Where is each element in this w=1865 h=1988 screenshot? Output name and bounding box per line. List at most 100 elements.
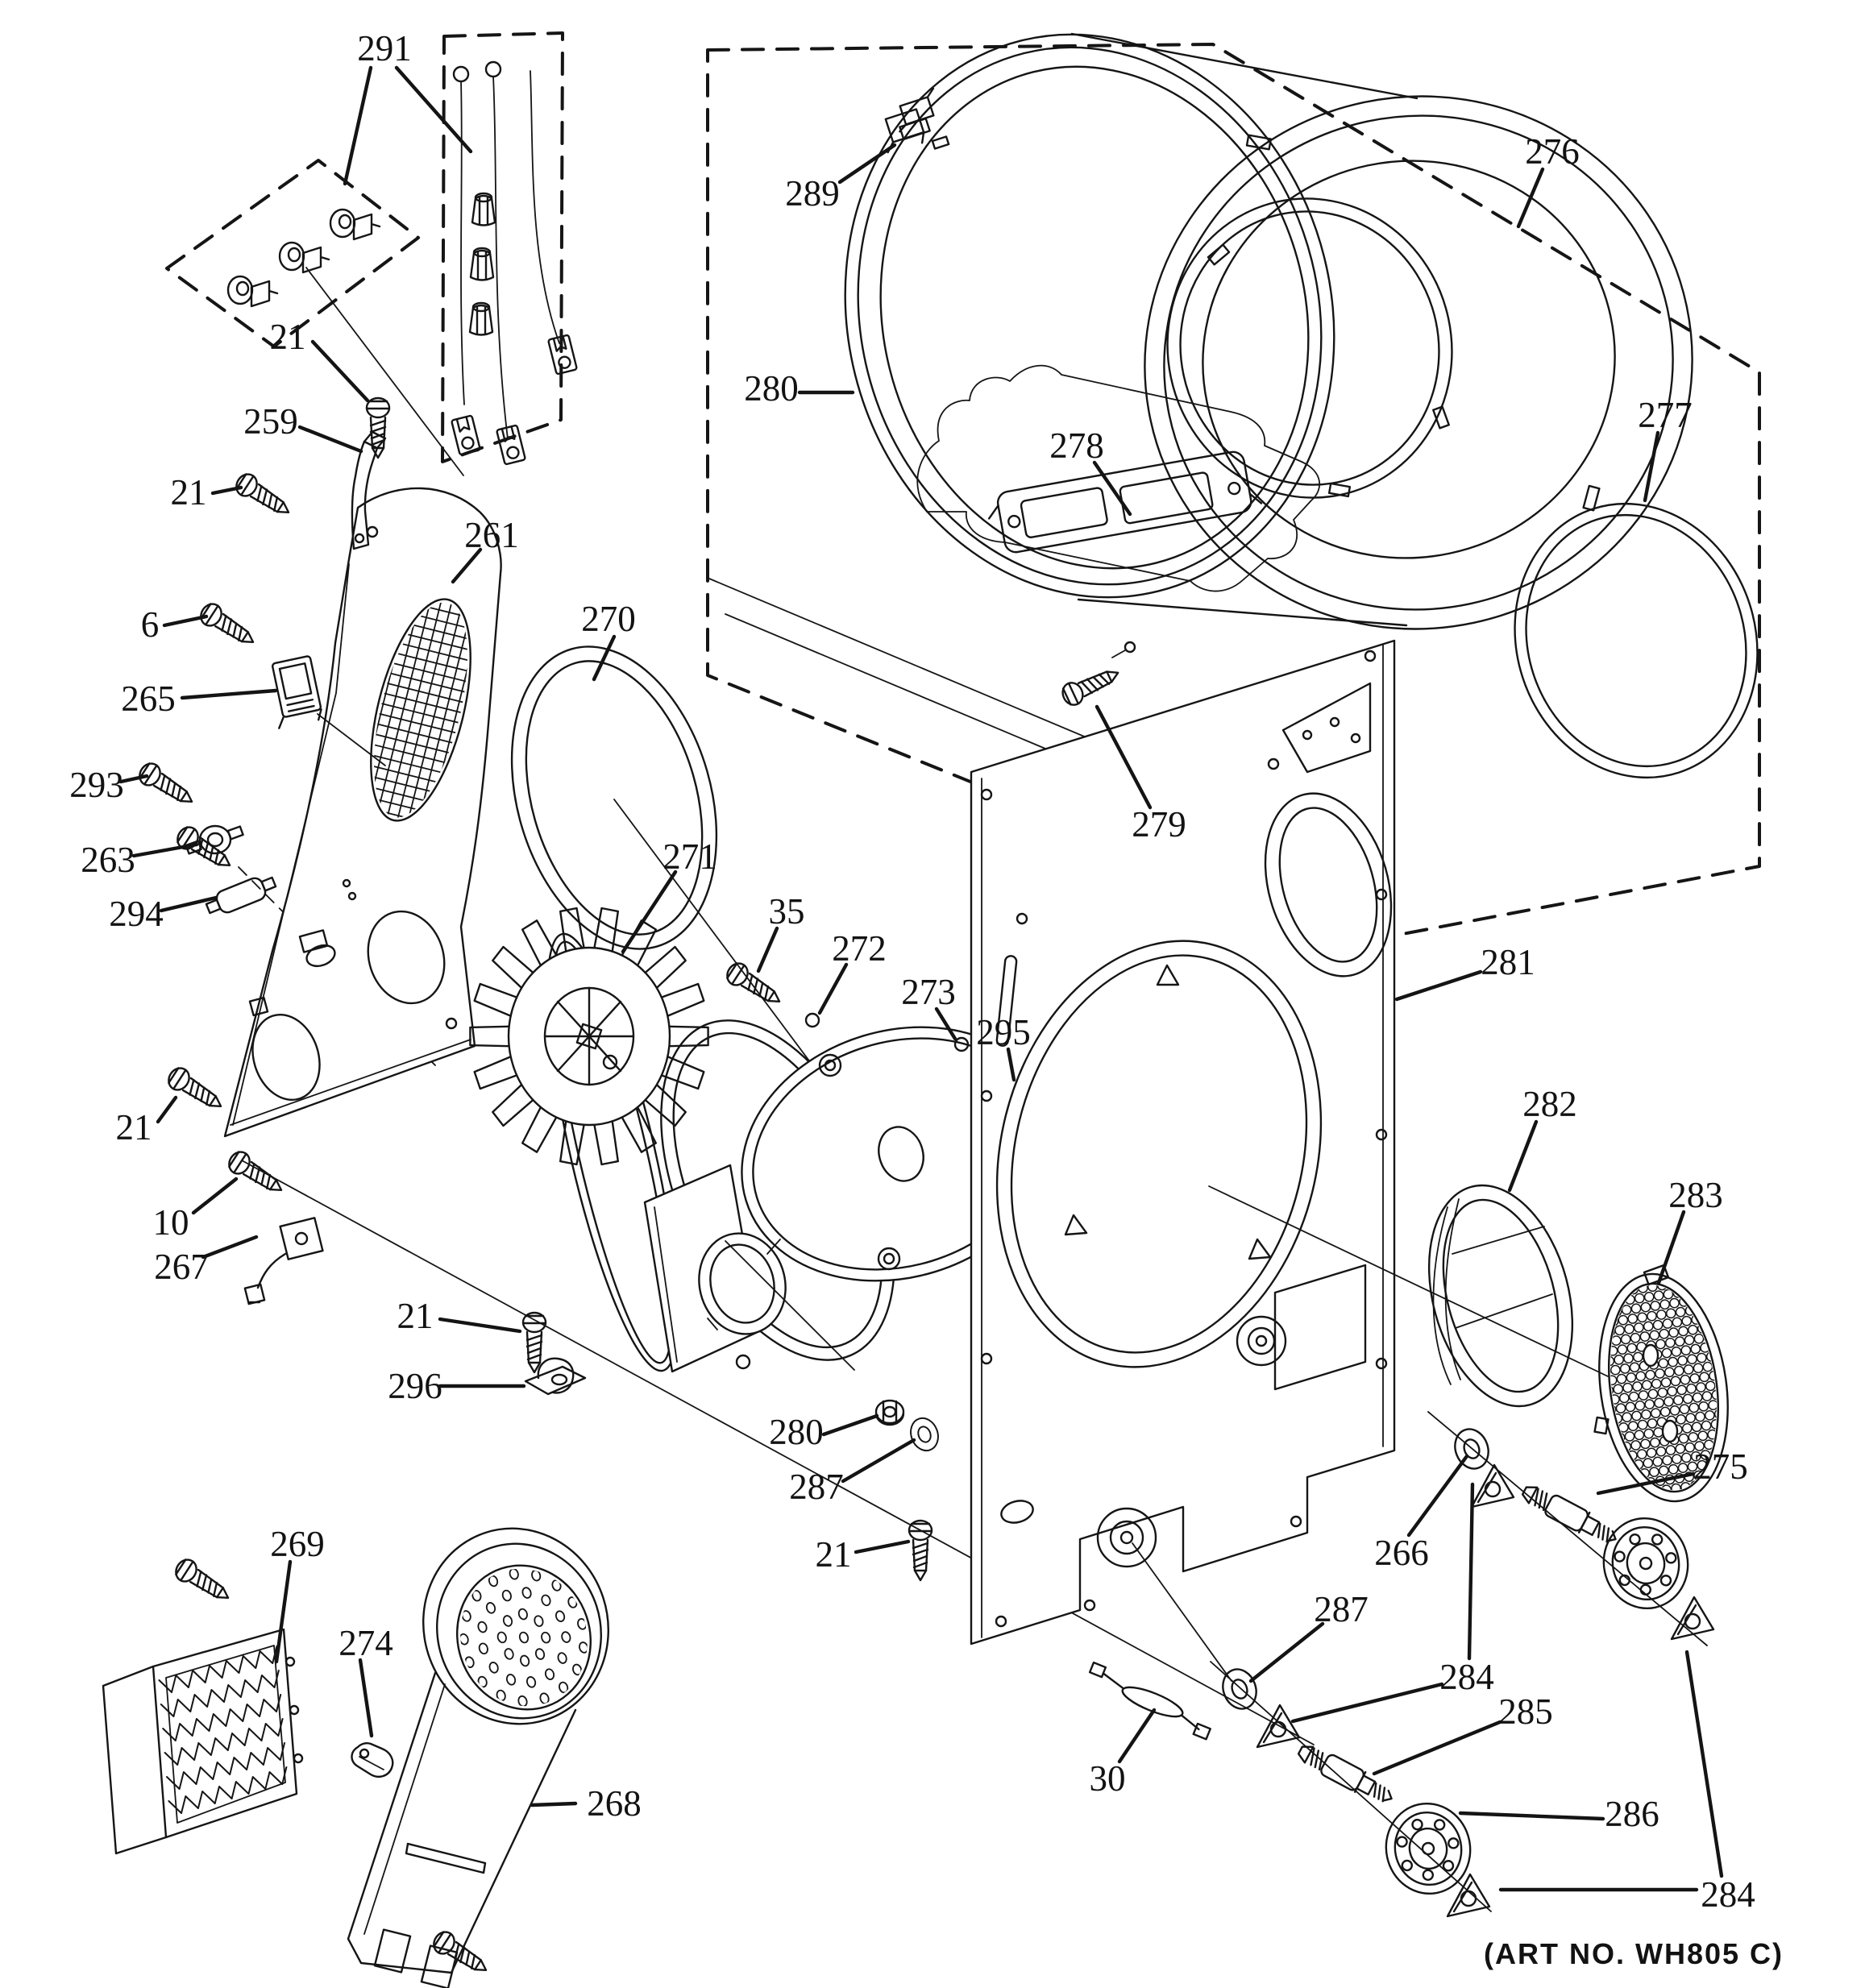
- screw-icon: [164, 1063, 228, 1117]
- belt-clamp-296: [524, 1357, 587, 1396]
- part-callout-284-mid: 284: [1439, 1657, 1494, 1697]
- wire-kit-box: [441, 31, 578, 466]
- leader-line: [1507, 1119, 1539, 1193]
- leader-line: [1092, 460, 1132, 517]
- drum-slide-ring-277: [1514, 502, 1759, 779]
- leader-line: [592, 634, 617, 682]
- leader-line: [1596, 1471, 1696, 1496]
- leader-line: [180, 688, 278, 700]
- leader-line: [210, 485, 243, 496]
- leader-line: [1467, 1482, 1475, 1661]
- part-callout-21-2: 21: [171, 472, 207, 513]
- leader-line: [1394, 969, 1483, 1002]
- leader-line: [621, 869, 678, 954]
- screw-icon: [224, 1147, 289, 1201]
- leader-line: [934, 1006, 957, 1041]
- leader-line: [1656, 1210, 1686, 1285]
- part-callout-296: 296: [388, 1366, 442, 1406]
- part-callout-274: 274: [339, 1623, 393, 1663]
- leader-line: [1372, 1720, 1502, 1776]
- harness-bracket-267: [243, 1217, 324, 1305]
- screw-icon: [1058, 661, 1124, 709]
- leader-line: [159, 895, 218, 913]
- part-callout-269: 269: [270, 1524, 325, 1564]
- part-callout-275: 275: [1693, 1446, 1748, 1487]
- heater-duct-268: [347, 1527, 609, 1988]
- nut-280: [874, 1399, 905, 1426]
- leader-line: [191, 1177, 239, 1215]
- screw-icon: [722, 958, 787, 1012]
- leader-line: [451, 547, 483, 584]
- roller-stack-upper: [1132, 1411, 1715, 1682]
- heater-assembly-269: [102, 1628, 304, 1855]
- leader-line: [1684, 1650, 1724, 1878]
- screw-icon: [135, 758, 199, 812]
- part-callout-287-right: 287: [1314, 1589, 1369, 1629]
- leader-line: [394, 65, 473, 154]
- leader-line: [1458, 1811, 1605, 1821]
- part-callout-283: 283: [1668, 1175, 1723, 1215]
- lint-duct-282: [1427, 1184, 1574, 1408]
- part-callout-279: 279: [1132, 804, 1186, 845]
- leader-line: [1406, 1454, 1469, 1538]
- leader-line: [1290, 1682, 1444, 1724]
- part-callout-280-nut: 280: [769, 1412, 824, 1452]
- terminal-block-265: [271, 655, 322, 729]
- perforations: [459, 1567, 589, 1708]
- part-callout-277: 277: [1638, 395, 1693, 435]
- leader-line: [817, 962, 849, 1015]
- leader-line: [837, 143, 897, 185]
- leader-line: [118, 774, 149, 784]
- leader-line: [310, 339, 370, 403]
- leader-line: [530, 1801, 578, 1807]
- leader-line: [1516, 167, 1545, 229]
- thermistor-30: [1088, 1661, 1211, 1741]
- felt-seal-270: [510, 645, 718, 950]
- part-callout-295: 295: [976, 1012, 1031, 1052]
- part-callout-281: 281: [1481, 942, 1535, 982]
- part-callout-278: 278: [1049, 425, 1104, 466]
- part-callout-265: 265: [121, 679, 176, 719]
- leader-line: [1006, 1047, 1016, 1082]
- leader-line: [358, 1658, 374, 1738]
- leader-line: [297, 425, 363, 454]
- part-callout-268: 268: [587, 1783, 642, 1824]
- screw-icon: [196, 599, 260, 653]
- part-callout-35: 35: [769, 891, 805, 932]
- part-callout-30: 30: [1090, 1758, 1126, 1799]
- dryer-drum: [844, 32, 1693, 630]
- part-callout-259: 259: [243, 401, 298, 442]
- part-callout-261: 261: [464, 515, 519, 555]
- part-callout-282: 282: [1522, 1084, 1577, 1124]
- part-callout-272: 272: [832, 928, 887, 969]
- leader-line: [343, 65, 373, 186]
- drum-assembly-box: [706, 32, 1761, 943]
- leader-line: [1248, 1621, 1325, 1683]
- part-callout-21-top: 21: [270, 317, 306, 357]
- leader-line: [854, 1539, 911, 1554]
- part-callout-6: 6: [141, 604, 160, 645]
- part-callout-267: 267: [154, 1247, 209, 1287]
- screw-icon: [231, 469, 296, 523]
- leader-line: [1094, 704, 1153, 810]
- part-callout-21-right: 21: [816, 1534, 852, 1575]
- part-callout-271: 271: [663, 836, 717, 877]
- baffle: [987, 450, 1263, 554]
- part-callout-286: 286: [1605, 1794, 1659, 1834]
- heater-coils: [158, 1646, 288, 1814]
- leader-line: [131, 842, 199, 858]
- leader-line: [841, 1438, 916, 1484]
- screw-icon: [365, 396, 391, 459]
- rear-housing-261: [223, 487, 502, 1138]
- leader-line: [162, 614, 209, 628]
- leader-line: [821, 1413, 879, 1437]
- part-callout-289: 289: [785, 173, 840, 214]
- part-callout-273: 273: [901, 972, 956, 1012]
- leader-line: [201, 1235, 259, 1260]
- part-callout-291: 291: [357, 28, 412, 68]
- part-callout-21-mid: 21: [397, 1296, 434, 1336]
- thermal-fuse-294: [205, 876, 277, 915]
- leader-line: [1643, 430, 1660, 503]
